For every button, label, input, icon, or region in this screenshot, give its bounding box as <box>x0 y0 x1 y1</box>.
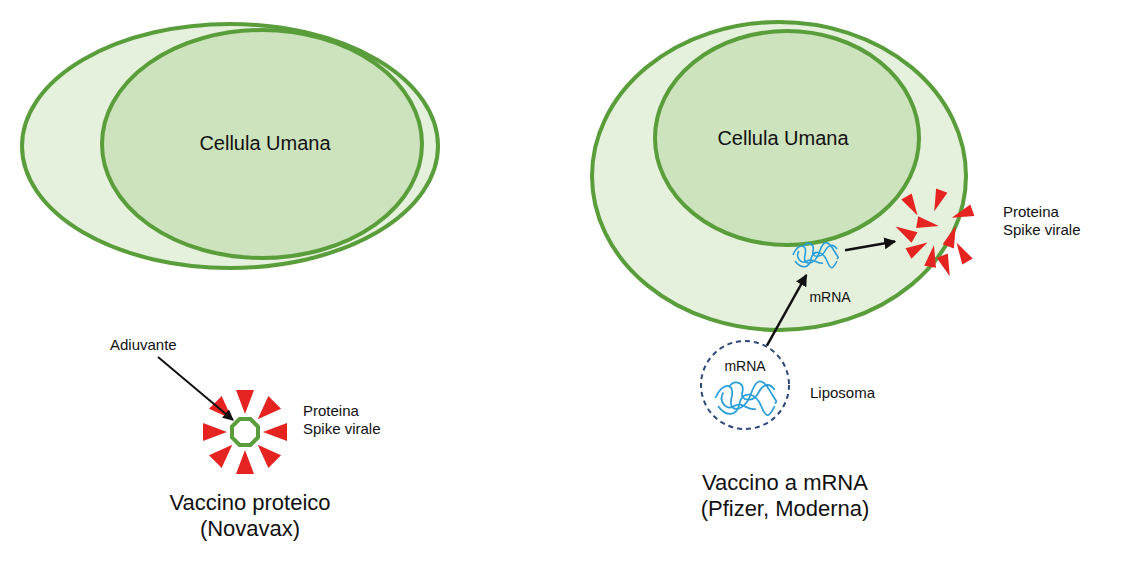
mrna-strand <box>793 243 838 268</box>
cell-ellipse: Cellula Umana <box>20 22 440 270</box>
protein-spikes <box>203 390 287 474</box>
vaccine-caption: Vaccino proteico (Novavax) <box>145 490 355 543</box>
mrna-label: mRNA <box>805 289 855 306</box>
flow-arrow <box>767 275 806 346</box>
outer-membrane <box>592 22 966 330</box>
leader-arrow <box>158 357 233 420</box>
cell-title: Cellula Umana <box>180 131 350 155</box>
cell-title: Cellula Umana <box>698 126 868 150</box>
node-outline <box>590 20 968 332</box>
cell-ellipse: Cellula Umana mRNA <box>590 20 968 332</box>
spike-cluster <box>892 189 974 279</box>
liposome-label: Liposoma <box>810 384 900 402</box>
flow-arrow <box>845 242 895 251</box>
mrna-strand <box>715 381 776 415</box>
mrna-node: mRNA <box>790 235 845 275</box>
spike-label: Proteina Spike virale <box>303 402 393 438</box>
spike-node: Proteina Spike virale <box>895 195 970 275</box>
node-outline <box>700 340 790 430</box>
inner-ellipse <box>102 30 422 258</box>
spike-label: Proteina Spike virale <box>1003 203 1093 239</box>
inner-ellipse <box>655 31 919 245</box>
protein-vaccine-node: Proteina Spike virale <box>195 382 295 482</box>
adjuvant-octagon <box>232 419 258 445</box>
mrna-label: mRNA <box>715 358 775 375</box>
liposome-circle: mRNALiposoma <box>700 340 790 430</box>
outer-membrane <box>701 341 789 429</box>
callout-label: Adiuvante <box>110 336 220 354</box>
vaccine-caption: Vaccino a mRNA (Pfizer, Moderna) <box>680 470 890 523</box>
outer-membrane <box>22 24 438 268</box>
